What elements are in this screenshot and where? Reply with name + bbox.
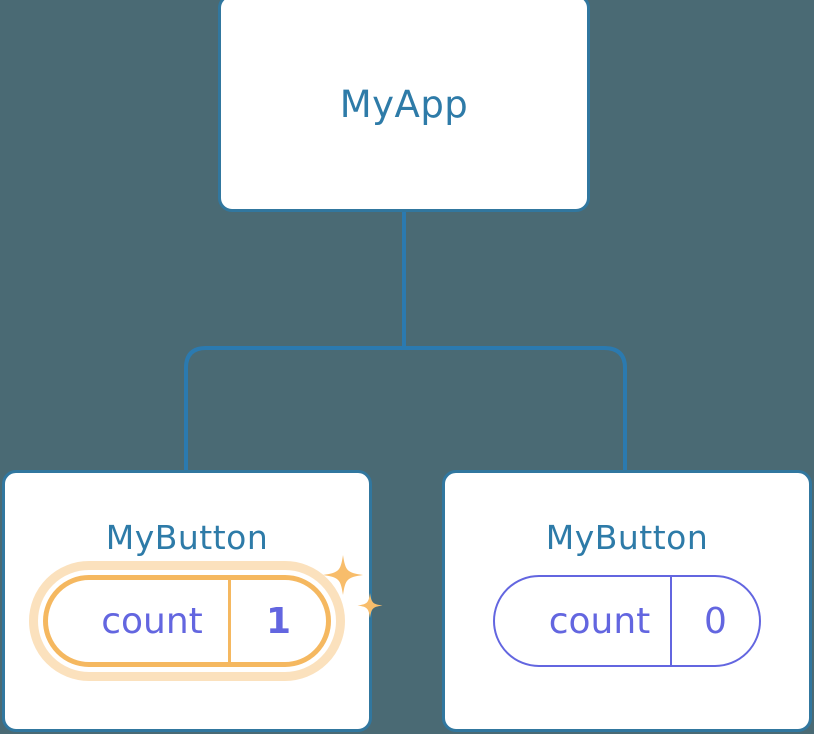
node-mybutton-0[interactable]: MyButton count 1: [2, 470, 383, 732]
node-mybutton-0-title: MyButton: [105, 518, 269, 557]
state-pill-positioner-0: count 1: [29, 555, 383, 681]
node-mybutton-1[interactable]: MyButton count 0: [442, 470, 812, 732]
node-myapp-title: MyApp: [339, 83, 469, 126]
state-pill-glow-0: [29, 561, 345, 681]
sparkle-small-icon: [357, 593, 383, 618]
node-myapp[interactable]: MyApp: [218, 0, 590, 212]
state-pill-1-key: count: [548, 600, 651, 642]
connector-branch-bar: [184, 346, 627, 470]
state-pill-1-value: 0: [670, 577, 759, 665]
state-pill-0[interactable]: count 1: [43, 575, 331, 667]
state-pill-0-value: 1: [228, 580, 326, 662]
state-pill-0-key: count: [101, 600, 203, 642]
state-pill-wrap-1: count 0: [445, 575, 809, 667]
state-pill-1[interactable]: count 0: [493, 575, 761, 667]
state-pill-positioner-1: count 0: [493, 575, 761, 667]
state-pill-wrap-0: count 1: [5, 555, 383, 681]
node-mybutton-1-title: MyButton: [545, 518, 709, 557]
